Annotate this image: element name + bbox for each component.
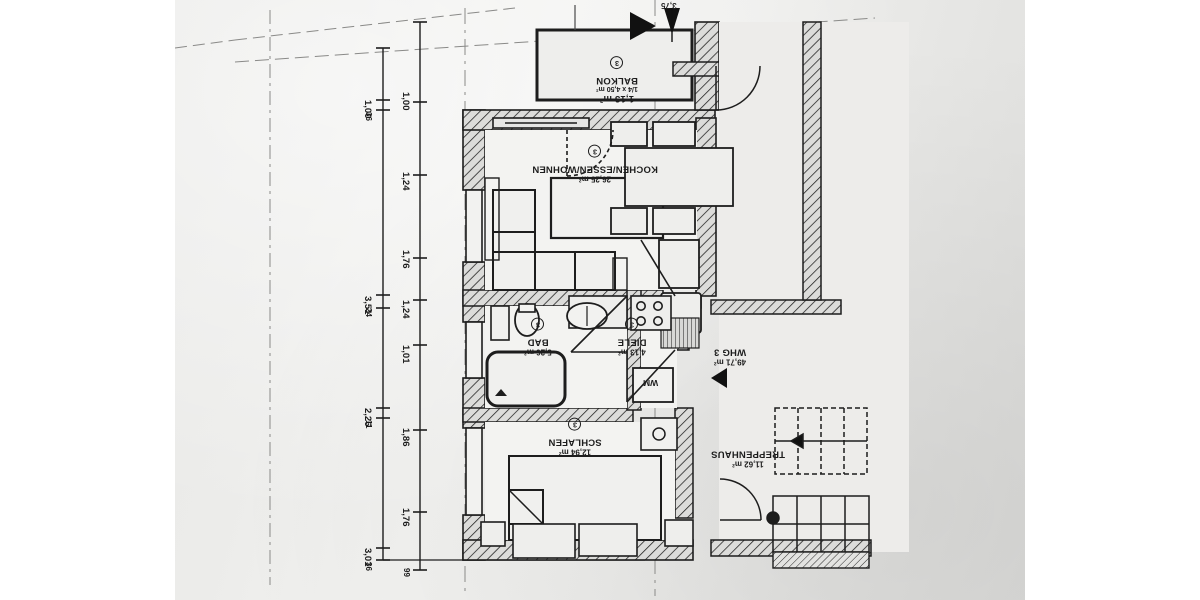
room-label-schlafen: 12,94 m² SCHLAFEN 3: [515, 418, 635, 457]
dim-outer-1: 36: [364, 112, 373, 121]
nightstand-left: [480, 521, 506, 547]
hall-door-living: [640, 239, 676, 297]
room-number-wohnen: 3: [588, 145, 602, 158]
dim-outer-5: 11: [364, 420, 373, 429]
hall-unit: [640, 417, 678, 451]
washing-machine-icon: [632, 367, 674, 403]
bath-cabinet: [490, 305, 510, 341]
hall-door-bedroom: [626, 349, 676, 403]
dim-inner-4: 1,01: [400, 345, 411, 364]
sofa-sectional: [484, 177, 628, 291]
unit-pointer-icon: [711, 368, 727, 388]
window-openings-left: [465, 189, 483, 516]
bathtub-icon: [485, 350, 567, 408]
letterbox-left: [0, 0, 175, 600]
north-arrow-marker: [630, 8, 680, 42]
dim-outer-3: 24: [364, 308, 373, 317]
dim-inner-3: 1,24: [400, 300, 411, 319]
dim-inner-0: 1,00: [400, 92, 411, 111]
letterbox-right: [1025, 0, 1200, 600]
room-label-balkon: 1,13 m² 1/4 x 4,50 m² BALKON 3: [557, 56, 677, 104]
dim-inner-2: 1,76: [400, 250, 411, 269]
room-number-bad: 3: [531, 318, 545, 331]
room-number-balkon: 3: [610, 56, 624, 69]
stairwell-block: [710, 21, 909, 569]
dim-outer-7: 36: [364, 562, 373, 571]
hall-unit-knob: [652, 427, 666, 441]
bed-icon: [508, 455, 662, 559]
room-label-wohnen: 26,25 m² KOCHEN/ESSEN/WOHNEN 3: [505, 145, 685, 184]
dimension-chain-inner: [413, 21, 427, 571]
dining-set: [610, 121, 734, 235]
dimension-chain-outer: [376, 47, 390, 561]
room-label-diele: 4,13 m² DIELE 3: [587, 318, 677, 357]
room-label-bad: 5,26 m² BAD 3: [493, 318, 583, 357]
stair-flight-lower: [766, 495, 870, 553]
label-treppenhaus: 11,62 m² TREPPENHAUS: [711, 448, 785, 469]
dim-inner-1: 1,24: [400, 172, 411, 191]
nightstand-right: [664, 519, 694, 547]
bath-fixtures: [485, 302, 608, 408]
bath-door: [570, 295, 628, 353]
balcony-door: [492, 117, 614, 177]
floorplan-drawing: [175, 0, 909, 596]
unit-label-whg3: 49,71 m² WHG 3: [713, 346, 747, 367]
room-number-schlafen: 3: [568, 418, 582, 431]
dim-inner-5: 1,86: [400, 428, 411, 447]
stove-with-burners: [630, 295, 672, 331]
photographed-floorplan: 1,13 m² 1/4 x 4,50 m² BALKON 3 26,25 m² …: [175, 0, 1025, 600]
dim-inner-6: 1,76: [400, 508, 411, 527]
entry-doors: [715, 65, 762, 521]
room-number-diele: 3: [625, 318, 639, 331]
stair-flight-upper: [774, 407, 868, 475]
balcony-outline: [535, 5, 694, 102]
dim-inner-7: 99: [402, 568, 411, 577]
dim-top-partial-0: 3,75: [661, 1, 677, 10]
washing-machine-label: WM: [643, 378, 659, 388]
